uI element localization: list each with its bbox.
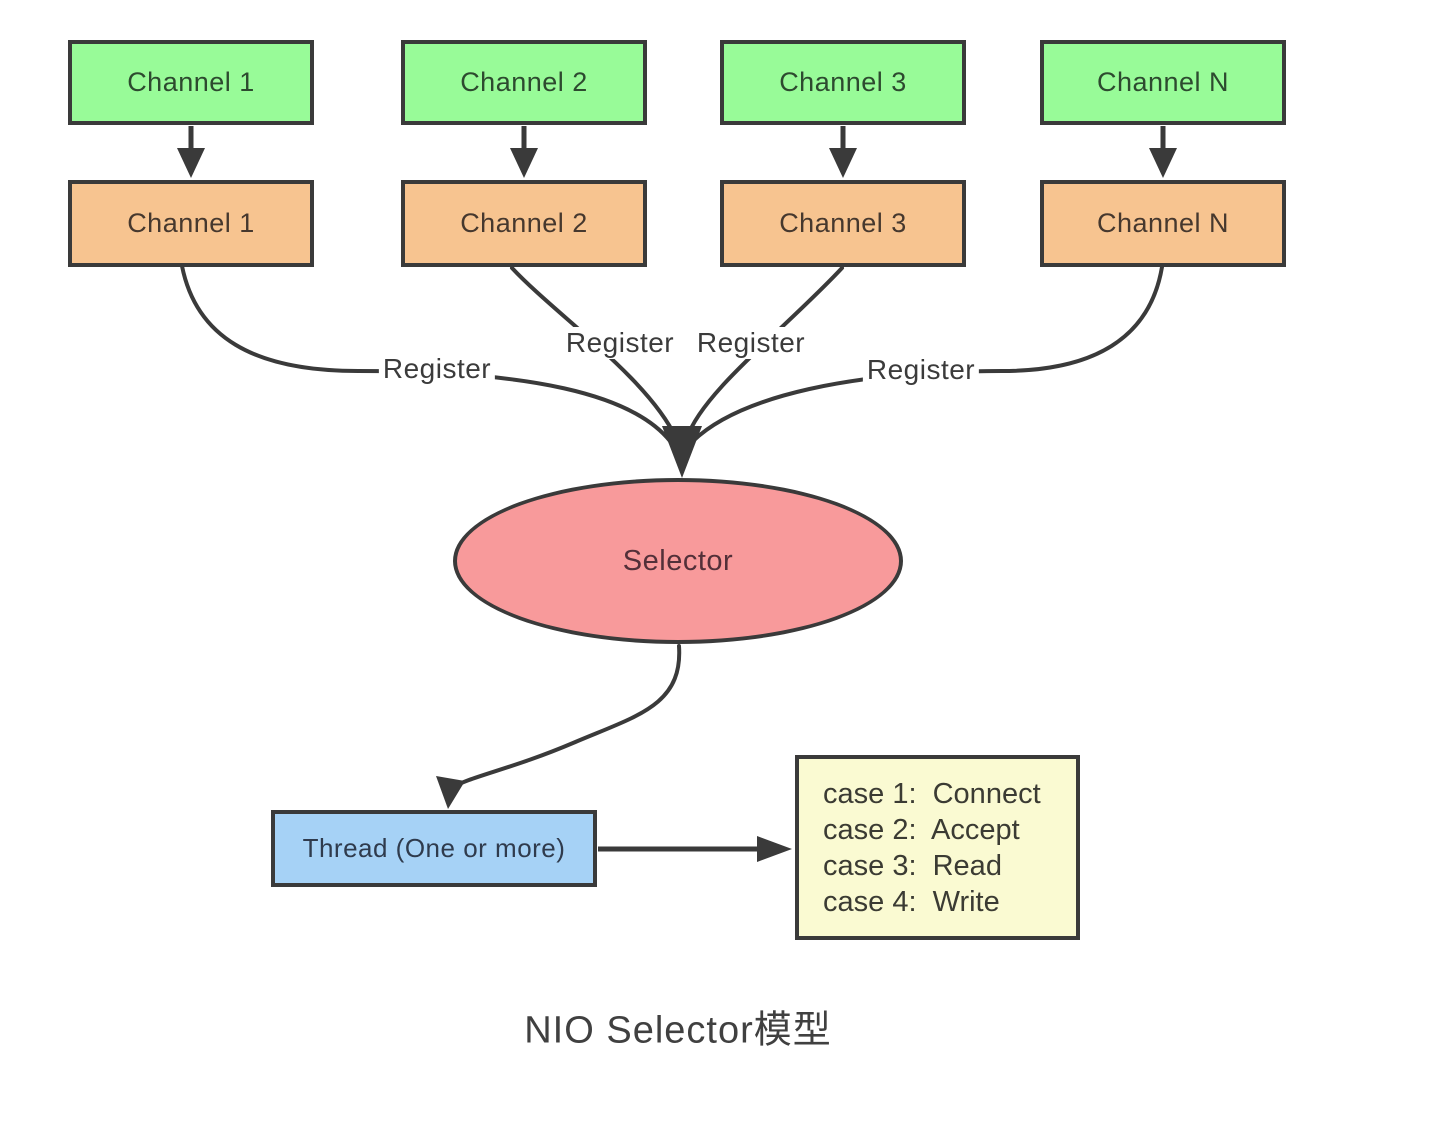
channel1-register-curve [180, 264, 672, 443]
channel2-registered-box: Channel 2 [401, 180, 647, 267]
register-label-2: Register [561, 327, 679, 359]
channelN-registered-box: Channel N [1040, 180, 1286, 267]
channelN-source-box: Channel N [1040, 40, 1286, 125]
channelN-registered-label: Channel N [1096, 208, 1230, 238]
channel3-registered-box: Channel 3 [720, 180, 966, 267]
selector-label: Selector [622, 544, 734, 577]
channel2-source-label: Channel 2 [460, 67, 588, 97]
channel2-source-box: Channel 2 [401, 40, 647, 125]
register-label-4: Register [862, 354, 980, 386]
channelN-register-curve [691, 265, 1164, 443]
case-line-2: case 2: Accept [823, 813, 1020, 846]
channelN-source-label: Channel N [1096, 67, 1230, 97]
selector-ellipse: Selector [453, 478, 903, 644]
case-line-1: case 1: Connect [823, 777, 1041, 810]
channel1-source-label: Channel 1 [127, 67, 255, 97]
case-line-4: case 4: Write [823, 885, 1000, 918]
cases-in-arrowhead-icon [757, 836, 792, 862]
thread-label: Thread (One or more) [302, 833, 566, 863]
channel2-registered-label: Channel 2 [460, 208, 588, 238]
case-box: case 1: Connect case 2: Accept case 3: R… [795, 755, 1080, 940]
channel3-source-box: Channel 3 [720, 40, 966, 125]
selector-in-arrowhead-icon [662, 426, 702, 478]
channel1-registered-box: Channel 1 [68, 180, 314, 267]
register-label-1: Register [378, 353, 496, 385]
channel3-down-arrowhead-icon [829, 148, 857, 178]
channel1-registered-label: Channel 1 [127, 208, 255, 238]
channel3-registered-label: Channel 3 [779, 208, 907, 238]
channel1-down-arrowhead-icon [177, 148, 205, 178]
channelN-down-arrowhead-icon [1149, 148, 1177, 178]
thread-box: Thread (One or more) [271, 810, 597, 887]
register-label-3: Register [692, 327, 810, 359]
diagram-caption: NIO Selector模型 [524, 1009, 832, 1052]
channel1-source-box: Channel 1 [68, 40, 314, 125]
selector-to-thread-curve [450, 644, 682, 790]
channel3-source-label: Channel 3 [779, 67, 907, 97]
case-line-3: case 3: Read [823, 849, 1002, 882]
channel2-down-arrowhead-icon [510, 148, 538, 178]
thread-in-arrowhead-icon [436, 776, 465, 809]
